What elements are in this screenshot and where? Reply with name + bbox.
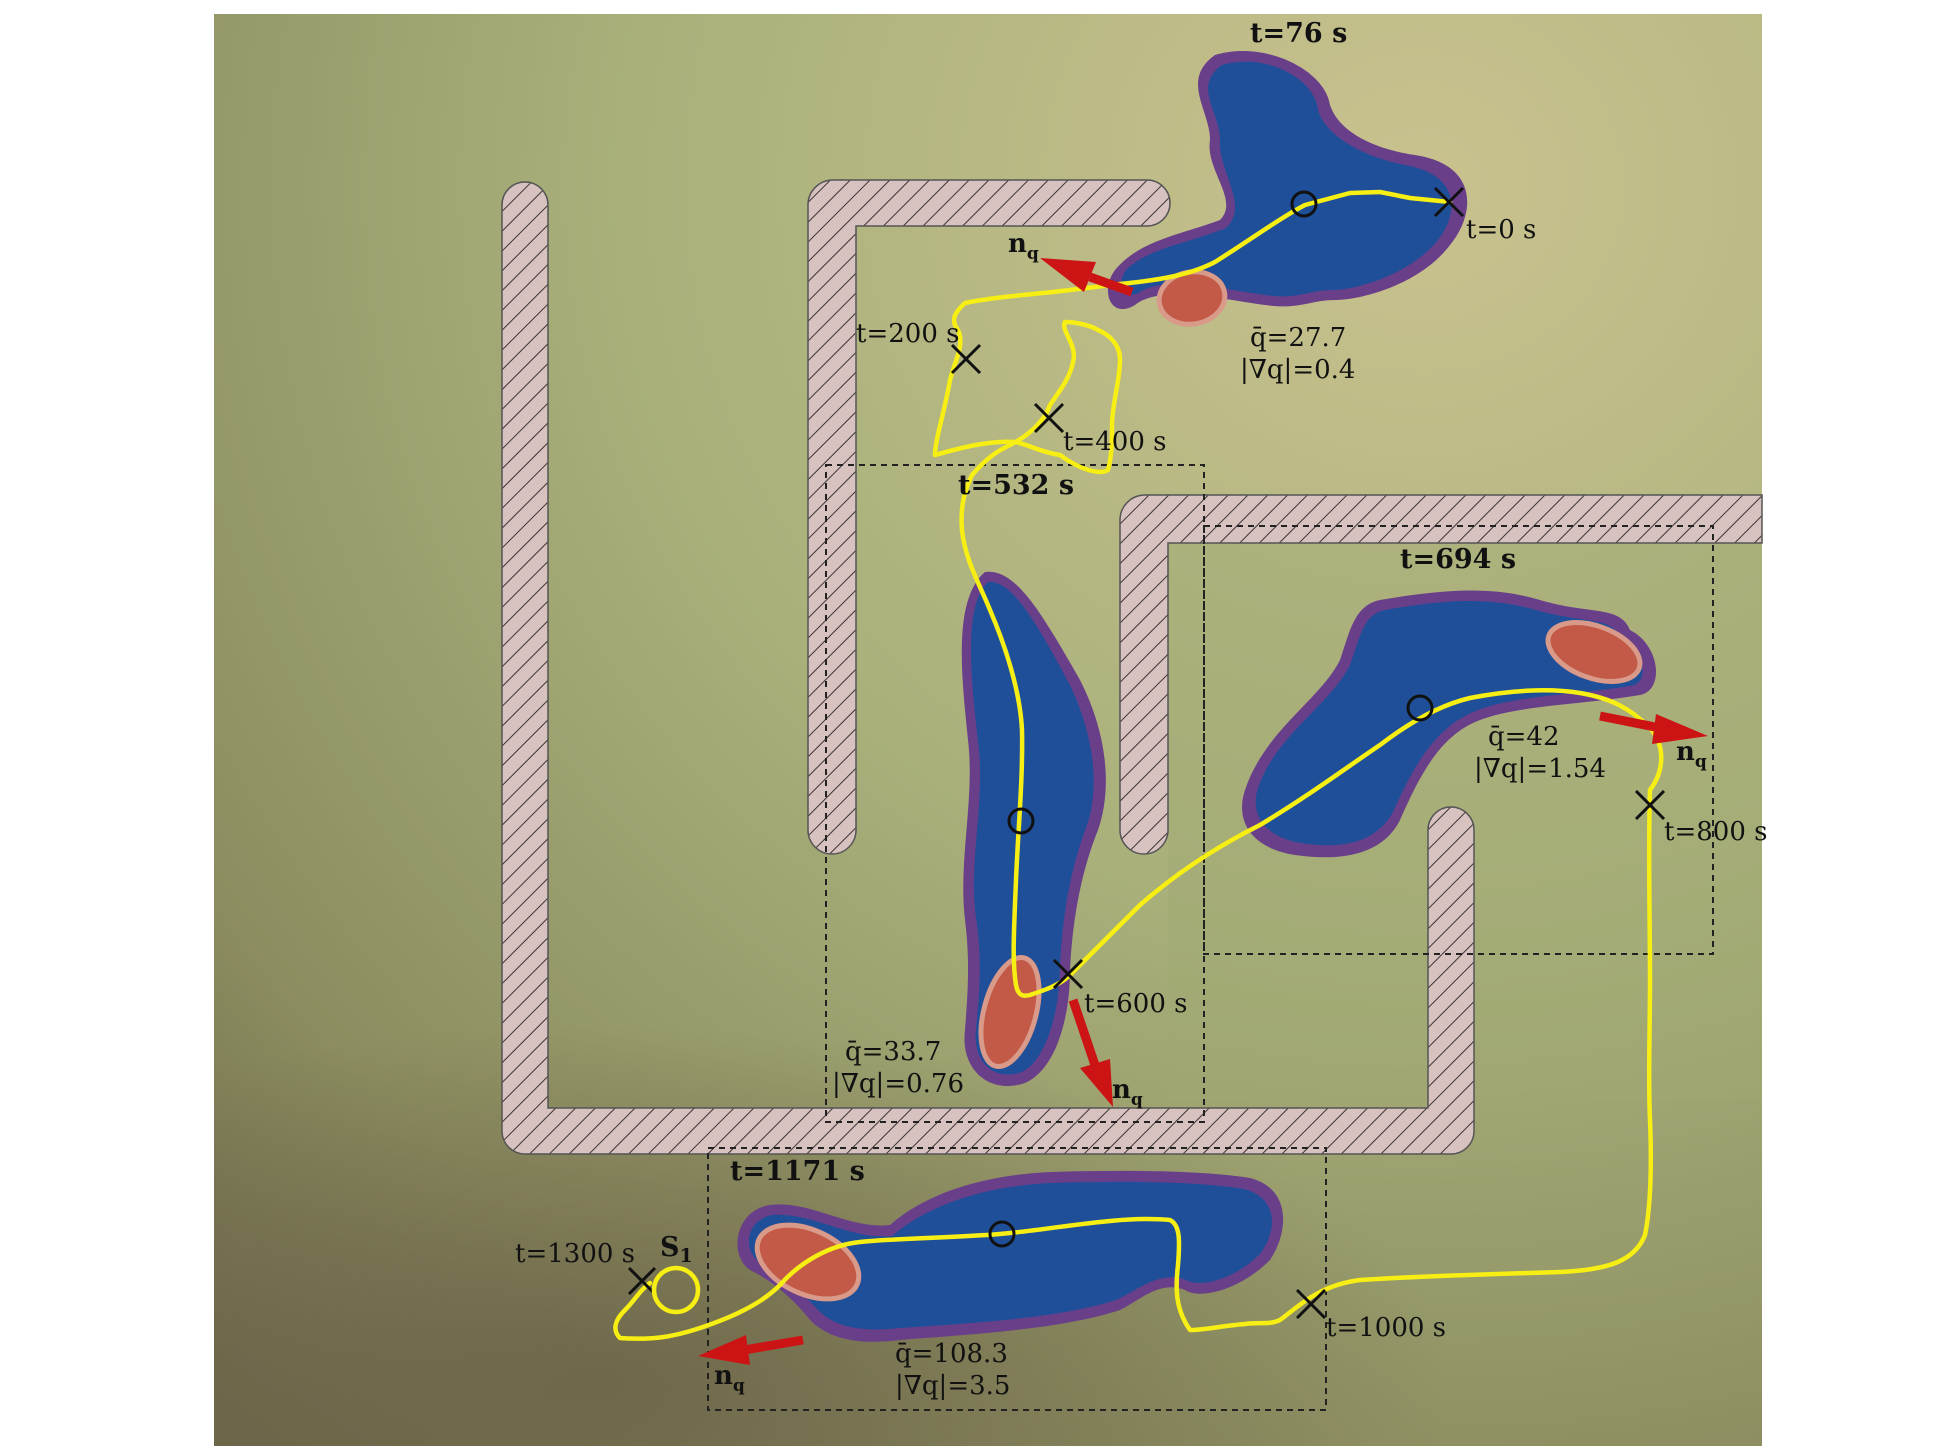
time-label-400: t=400 s [1063, 427, 1166, 457]
grad-q-1171: |∇q|=3.5 [895, 1371, 1010, 1401]
mean-q-532: q̄=33.7 [845, 1037, 941, 1067]
time-label-600: t=600 s [1084, 989, 1187, 1019]
snapshot-box-694 [1203, 525, 1714, 955]
source-circle [651, 1265, 701, 1315]
nq-label-76: nq [1008, 229, 1039, 264]
grad-q-532: |∇q|=0.76 [832, 1069, 964, 1099]
nq-label-532: nq [1112, 1075, 1143, 1110]
source-label: S1 [660, 1232, 693, 1267]
mean-q-694: q̄=42 [1488, 722, 1560, 752]
centroid-marker-532 [1007, 807, 1035, 835]
mean-q-76: q̄=27.7 [1250, 323, 1346, 353]
time-marker-800 [1634, 789, 1666, 821]
centroid-marker-76 [1290, 190, 1318, 218]
nq-label-1171: nq [714, 1361, 745, 1396]
mean-q-1171: q̄=108.3 [895, 1339, 1008, 1369]
snapshot-time-1171: t=1171 s [730, 1156, 865, 1187]
gradient-arrow-694 [1599, 711, 1708, 744]
wall-outer [501, 181, 1475, 1155]
grad-q-76: |∇q|=0.4 [1240, 355, 1355, 385]
swarm-694 [1242, 590, 1657, 858]
time-label-0: t=0 s [1466, 215, 1536, 245]
time-marker-0 [1433, 186, 1465, 218]
time-label-800: t=800 s [1664, 817, 1767, 847]
wall-inner-right [1119, 494, 1763, 855]
time-label-1000: t=1000 s [1326, 1313, 1446, 1343]
snapshot-time-76: t=76 s [1250, 18, 1347, 49]
time-marker-600 [1052, 958, 1084, 990]
gradient-arrow-532 [1068, 998, 1113, 1107]
time-label-200: t=200 s [856, 319, 959, 349]
grad-q-694: |∇q|=1.54 [1474, 754, 1606, 784]
gradient-arrow-1171 [698, 1335, 804, 1365]
maze-walls [501, 179, 1763, 1155]
snapshot-time-532: t=532 s [958, 470, 1074, 501]
time-label-1300: t=1300 s [515, 1239, 635, 1269]
time-marker-400 [1033, 402, 1065, 434]
time-marker-200 [950, 343, 982, 375]
swarm-76 [1107, 51, 1468, 327]
centroid-marker-694 [1406, 694, 1434, 722]
snapshot-time-694: t=694 s [1400, 544, 1516, 575]
time-marker-1000 [1295, 1288, 1327, 1320]
snapshot-box-1171 [707, 1147, 1327, 1411]
swarm-trajectory [613, 189, 1664, 1341]
centroid-marker-1171 [988, 1220, 1016, 1248]
wall-inner-top [807, 179, 1171, 855]
time-marker-1300 [627, 1266, 657, 1296]
gradient-arrow-76 [1040, 258, 1134, 297]
nq-label-694: nq [1676, 737, 1707, 772]
